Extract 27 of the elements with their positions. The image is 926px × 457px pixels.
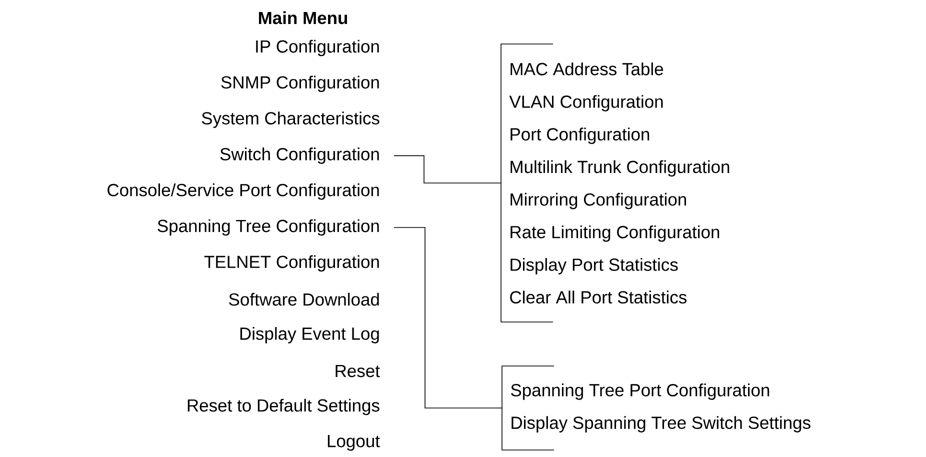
submenu-item: Spanning Tree Port Configuration [511, 384, 770, 400]
menu-heading: Main Menu [258, 11, 348, 24]
bracket-list [502, 366, 810, 450]
menu-item: SNMP Configuration [221, 76, 379, 92]
menu-item: IP Configuration [256, 40, 379, 56]
connector-line [394, 155, 502, 184]
menu-item: Console/Service Port Configuration [108, 183, 379, 200]
menu-item: System Characteristics [202, 112, 380, 128]
connector-line [394, 227, 502, 408]
menu-item: Software Download [229, 292, 379, 306]
bracket-list [500, 44, 730, 322]
submenu-item: Clear All Port Statistics [510, 290, 687, 304]
menu-item: Reset to Default Settings [188, 398, 380, 416]
submenu-item: Display Port Statistics [510, 258, 678, 274]
submenu-item: Multilink Trunk Configuration [510, 160, 730, 177]
menu-item: Logout [328, 435, 380, 451]
submenu-item: Port Configuration [510, 128, 650, 144]
submenu-item: MAC Address Table [510, 62, 664, 76]
menu-item: TELNET Configuration [204, 255, 379, 272]
submenu-item: VLAN Configuration [509, 95, 663, 112]
submenu-item: Rate Limiting Configuration [510, 225, 720, 242]
menu-item: Display Event Log [240, 327, 379, 344]
submenu-item: Mirroring Configuration [510, 192, 686, 210]
submenu-item: Display Spanning Tree Switch Settings [512, 416, 810, 432]
menu-item: Spanning Tree Configuration [158, 219, 379, 236]
menu-item: Switch Configuration [220, 148, 379, 164]
menu-item: Reset [336, 364, 380, 378]
